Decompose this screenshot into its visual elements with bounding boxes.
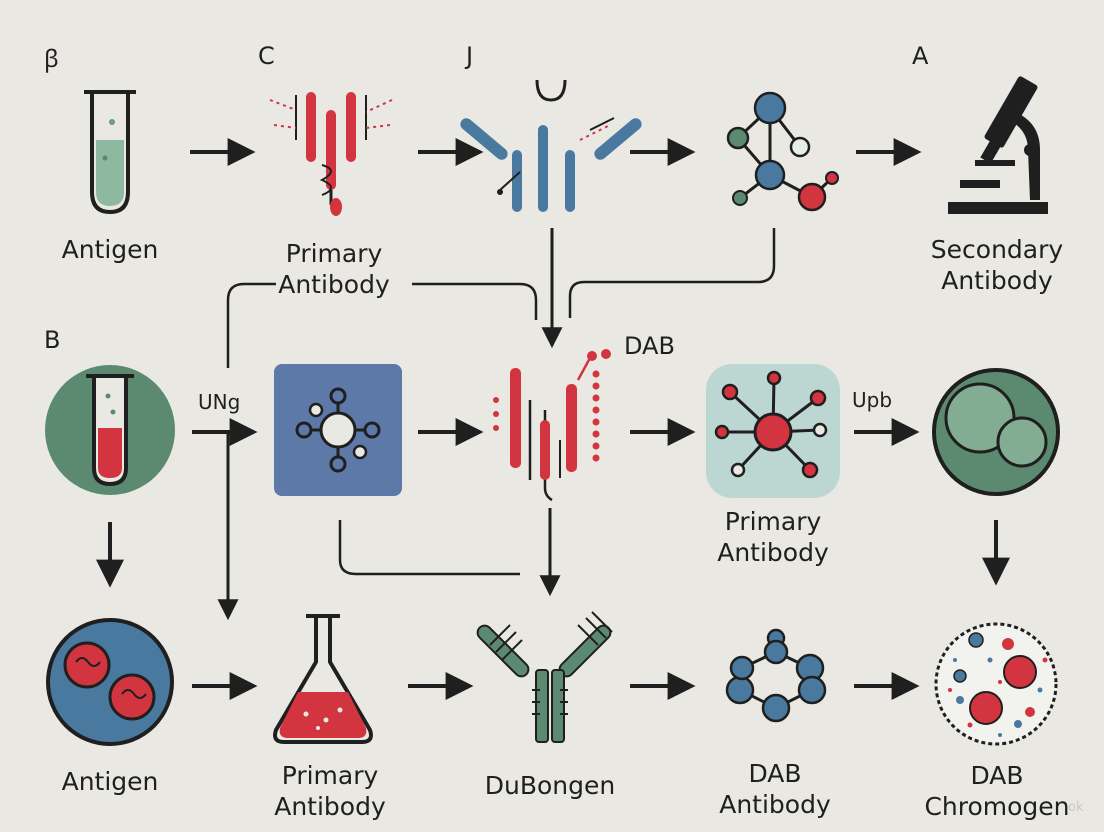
cell-chromogen-icon [934, 622, 1058, 746]
antibody-icon [476, 611, 613, 743]
microscope-icon [948, 76, 1048, 214]
antibody-dab-icon [493, 349, 611, 502]
cell-icon [46, 618, 174, 746]
label-primary-antibody-bottom: Primary Antibody [274, 761, 386, 821]
molecule-tile-icon [274, 364, 402, 496]
panel-letter: J [466, 42, 474, 70]
cell-icon [932, 368, 1060, 496]
label-dab-chromogen: DAB Chromogen [924, 761, 1070, 821]
flask-icon [273, 614, 373, 744]
label-primary-antibody-mid: Primary Antibody [717, 507, 829, 567]
label-ung: UNg [198, 390, 241, 414]
molecule-icon [726, 91, 839, 212]
connector-line [338, 520, 520, 576]
molecule-tile-icon [706, 364, 840, 498]
connector-line [412, 282, 538, 320]
connector-line [226, 282, 276, 368]
label-secondary-antibody: Secondary Antibody [930, 235, 1064, 295]
panel-letter: ꞵ [44, 45, 60, 73]
molecule-ring-icon [725, 628, 827, 723]
label-upb: Upb [852, 388, 893, 412]
label-dab-mid: DAB [624, 332, 675, 360]
panel-letter: C [258, 42, 275, 70]
test-tube-icon [45, 365, 175, 495]
label-dab-antibody: DAB Antibody [719, 759, 831, 819]
panel-letter: B [44, 326, 61, 354]
watermark: ok [1068, 800, 1084, 815]
label-dubongen: DuBongen [484, 771, 616, 800]
label-primary-antibody-top: Primary Antibody [278, 239, 390, 299]
label-antigen-top: Antigen [61, 235, 159, 264]
test-tube-icon [84, 90, 136, 215]
panel-letter: A [912, 42, 929, 70]
label-antigen-bottom: Antigen [61, 767, 159, 796]
antibody-icon [269, 92, 393, 216]
antibody-icon [460, 79, 642, 212]
connector-line [568, 228, 776, 318]
